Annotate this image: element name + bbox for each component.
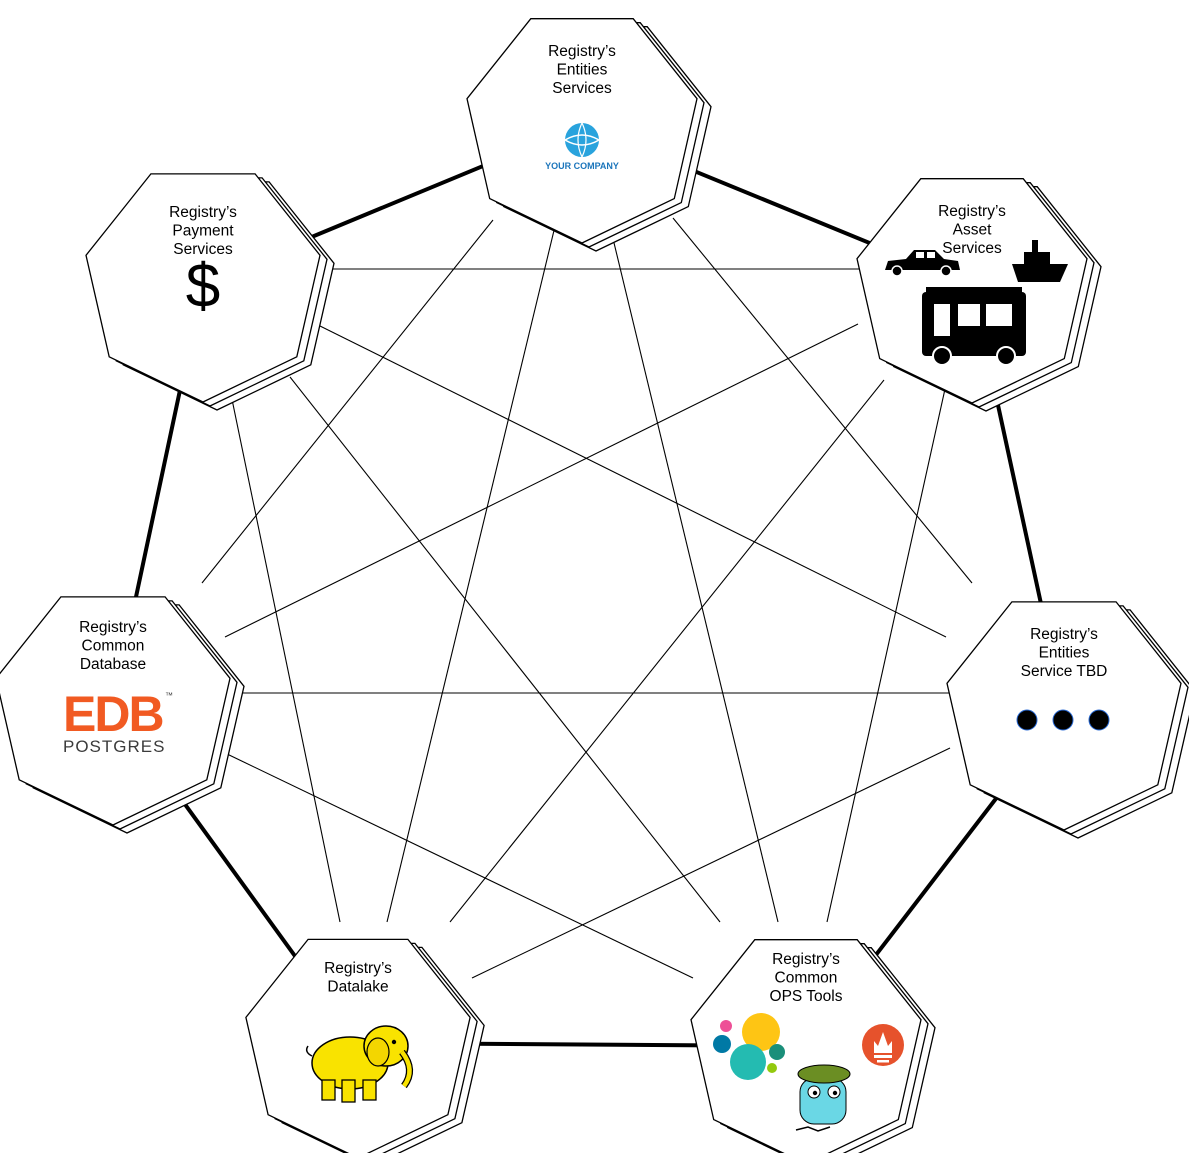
node-label-line: Registry’s <box>1030 626 1098 643</box>
node-label-line: Registry’s <box>548 43 616 60</box>
ops-tools-logos <box>713 1013 904 1132</box>
edb-logo-text: EDB <box>63 686 163 742</box>
dollar-sign-icon: $ <box>186 252 220 321</box>
edb-trademark: ™ <box>165 691 173 700</box>
connection-line <box>201 219 494 584</box>
hadoop-elephant-icon <box>305 1025 413 1103</box>
prometheus-icon <box>862 1024 904 1066</box>
node-label-line: Entities <box>557 62 608 79</box>
node-label-line: Asset <box>953 222 992 239</box>
tram-icon <box>922 287 1026 366</box>
gopher-icon <box>795 1064 851 1132</box>
node-label-line: Registry’s <box>324 960 392 977</box>
node-heptagon <box>85 173 321 403</box>
vehicles-icon <box>885 240 1068 366</box>
connection-line <box>224 752 694 979</box>
node-label-line: Services <box>942 240 1002 257</box>
node-label-line: Registry’s <box>79 619 147 636</box>
node-label-line: Registry’s <box>772 951 840 968</box>
connection-line <box>607 217 779 923</box>
connection-line <box>289 376 721 923</box>
connection-line <box>317 324 947 638</box>
connection-line <box>471 747 951 979</box>
connection-line <box>672 217 973 584</box>
connection-line <box>386 217 558 923</box>
ship-icon <box>1012 240 1068 282</box>
elastic-icon <box>713 1013 785 1080</box>
node-label-line: Services <box>552 80 612 97</box>
connection-line <box>449 379 885 923</box>
node-label-line: Service TBD <box>1021 663 1108 680</box>
node-heptagon <box>690 939 922 1153</box>
connection-line <box>826 379 948 923</box>
connection-line <box>227 379 341 923</box>
node-label-line: Datalake <box>327 979 388 996</box>
connection-line <box>224 323 859 638</box>
node-label-line: Database <box>80 656 146 673</box>
node-label-line: Services <box>173 241 233 258</box>
node-label-line: Common <box>775 970 838 987</box>
ellipsis-dots-icon <box>1016 709 1110 731</box>
node-label-line: Entities <box>1039 645 1090 662</box>
node-label-line: Registry’s <box>938 203 1006 220</box>
node-label-line: Payment <box>172 223 234 240</box>
postgres-logo-text: POSTGRES <box>63 737 165 756</box>
node-label-line: Common <box>82 638 145 655</box>
car-icon <box>885 250 960 277</box>
node-label-line: OPS Tools <box>770 988 843 1005</box>
node-label-line: Registry’s <box>169 204 237 221</box>
node-heptagon <box>0 596 231 826</box>
company-logo-text: YOUR COMPANY <box>545 161 619 171</box>
your-company-logo: YOUR COMPANY <box>545 122 619 171</box>
